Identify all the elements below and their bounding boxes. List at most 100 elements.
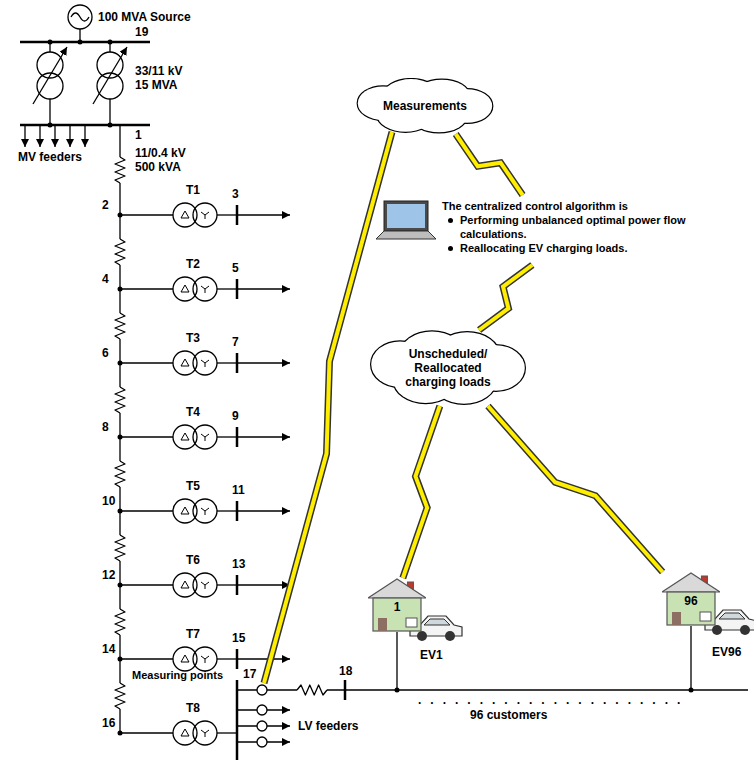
lv-arrow <box>237 436 290 437</box>
bus-number: 15 <box>232 631 245 645</box>
measuring-point <box>257 685 267 695</box>
busbar <box>236 680 239 760</box>
text-row: Performing unbalanced optimal power flow… <box>442 213 750 241</box>
junction-dot <box>118 731 123 736</box>
junction-dot <box>118 509 123 514</box>
delta-winding <box>181 507 189 514</box>
mv-feeders-label: MV feeders <box>18 150 82 164</box>
wye-winding <box>201 212 205 215</box>
roof <box>662 573 720 592</box>
resistor-symbol <box>115 387 125 413</box>
wire <box>120 288 173 289</box>
junction-dot <box>118 583 123 588</box>
wire <box>217 584 237 585</box>
resistor-symbol <box>115 461 125 487</box>
lightning-bolt <box>488 406 663 572</box>
bus-number: 18 <box>339 664 352 678</box>
bus-number: 4 <box>102 272 109 286</box>
delta-winding <box>181 211 189 218</box>
wye-winding <box>201 360 205 363</box>
wye-winding <box>205 582 209 585</box>
sine-wave <box>71 13 89 21</box>
lv-arrow <box>237 288 290 289</box>
text-block: The centralized control algorithm isPerf… <box>442 195 750 255</box>
cloud-shape <box>375 86 476 126</box>
wye-winding <box>205 656 209 659</box>
transformer-label: T2 <box>186 257 200 271</box>
busbar <box>20 41 150 44</box>
node-text: Unscheduled/ Reallocated charging loads <box>388 347 508 389</box>
resistor-gap <box>297 683 327 697</box>
car-wheel <box>417 631 427 641</box>
resistor-symbol <box>297 685 327 695</box>
wye-winding <box>205 585 206 589</box>
wye-winding <box>205 212 209 215</box>
junction-dot <box>108 40 113 45</box>
text-block: Unscheduled/ Reallocated charging loads <box>388 347 508 389</box>
resistor-gap <box>113 157 127 183</box>
wireless-link <box>488 406 663 572</box>
bus-number: 12 <box>102 568 115 582</box>
car-wheel <box>445 631 455 641</box>
lv-feeders-label: LV feeders <box>298 719 358 733</box>
wye-winding <box>201 286 205 289</box>
bus-number: 8 <box>102 420 109 434</box>
laptop-display <box>387 204 425 228</box>
bus-number: 2 <box>102 198 109 212</box>
wye-winding <box>205 659 206 663</box>
house-door <box>378 618 387 631</box>
wire <box>109 99 110 125</box>
resistor-symbol <box>115 609 125 635</box>
wire <box>217 658 237 659</box>
cloud-node: Measurements <box>355 78 495 134</box>
laptop-icon <box>376 201 436 239</box>
bus-number: 16 <box>102 716 115 730</box>
wireless-link <box>479 265 532 330</box>
bus-number: 10 <box>102 494 115 508</box>
wire <box>120 732 173 733</box>
wire <box>396 632 397 690</box>
delta-winding <box>181 433 189 440</box>
text-row: Measurements <box>375 99 475 113</box>
measuring-point <box>257 737 267 747</box>
resistor-gap <box>113 461 127 487</box>
node-text: Reallocating EV charging loads. <box>460 241 627 255</box>
ellipsis-dots: ...................... <box>418 693 689 707</box>
car-window <box>719 613 745 619</box>
text-row: Unscheduled/ Reallocated charging loads <box>388 347 508 389</box>
transformer-winding <box>97 73 123 99</box>
rating-label: 500 kVA <box>135 160 181 174</box>
feeder-arrow <box>54 125 55 147</box>
wye-winding <box>205 286 209 289</box>
lightning-bolt-outline <box>403 406 440 578</box>
house-node: 1 <box>368 578 426 632</box>
resistor-symbol <box>115 535 125 561</box>
bus-number: 7 <box>232 335 239 349</box>
text-row: The centralized control algorithm is <box>442 199 750 213</box>
house-window <box>406 618 417 627</box>
lightning-bolt <box>456 134 523 195</box>
delta-winding <box>181 655 189 662</box>
text-block: 96 <box>662 594 720 608</box>
resistor-gap <box>113 313 127 339</box>
text-block: 1 <box>368 600 426 614</box>
busbar <box>344 680 347 700</box>
transformer-winding <box>97 52 123 78</box>
transformer-label: T3 <box>186 331 200 345</box>
wye-winding <box>205 434 209 437</box>
wire <box>217 436 237 437</box>
transformer-label: T4 <box>186 405 200 419</box>
roof <box>368 579 426 598</box>
wye-winding <box>205 215 206 219</box>
lightning-bolt <box>479 265 532 330</box>
bus-number: 14 <box>102 642 115 656</box>
junction-dot <box>118 213 123 218</box>
resistor-gap <box>113 387 127 413</box>
feeder-arrow <box>69 125 70 147</box>
wire <box>217 288 237 289</box>
car-window <box>424 619 450 625</box>
transformer-winding <box>193 647 217 671</box>
ev-label: EV1 <box>420 648 443 662</box>
transformer-label: T1 <box>186 183 200 197</box>
wire <box>120 584 173 585</box>
